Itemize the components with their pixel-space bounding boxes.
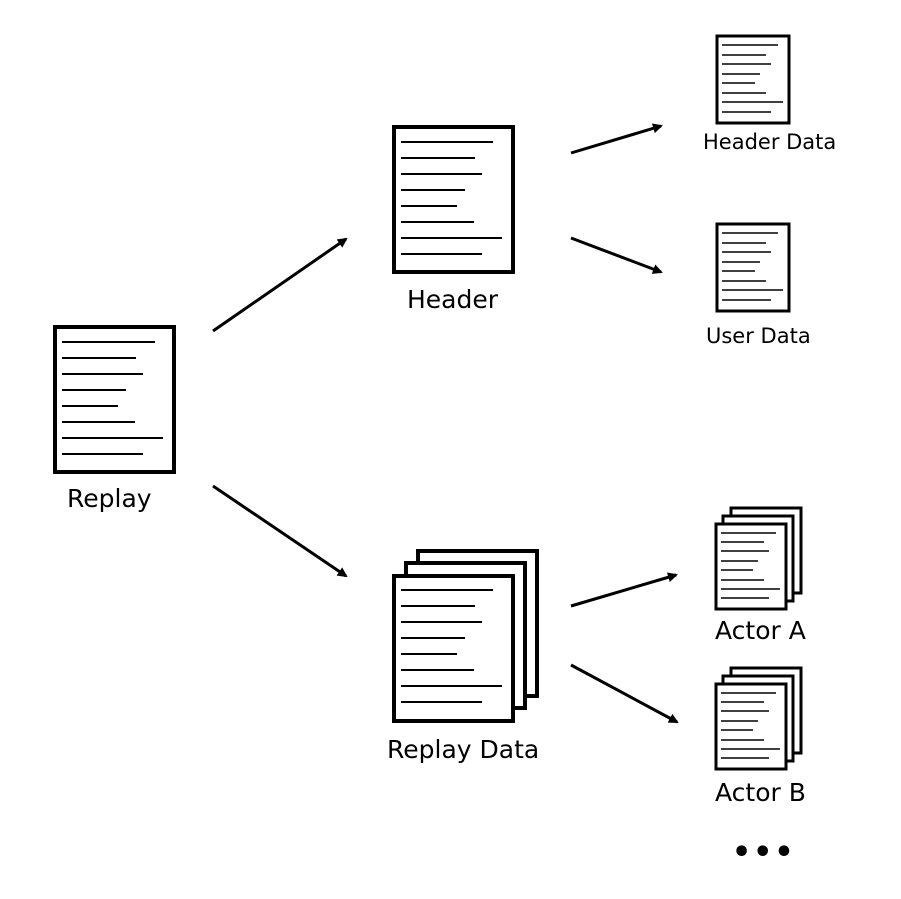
- more-items-ellipsis: •••: [732, 835, 796, 870]
- arrow-replay-data-to-actor-b: [570, 663, 679, 724]
- actor-b-documents-icon: [714, 666, 803, 771]
- arrow-replay-data-to-actor-a: [570, 572, 678, 608]
- header-data-label: Header Data: [703, 130, 837, 154]
- header-label: Header: [407, 285, 499, 314]
- arrow-header-to-user-data: [570, 236, 663, 274]
- user-data-label: User Data: [706, 324, 811, 348]
- replay-document-icon: [53, 325, 176, 474]
- arrow-header-to-header-data: [570, 123, 663, 155]
- replay-data-label: Replay Data: [387, 735, 540, 764]
- replay-data-documents-icon: [392, 549, 539, 723]
- arrow-replay-to-replay-data: [212, 484, 348, 578]
- replay-label: Replay: [67, 484, 152, 513]
- actor-b-label: Actor B: [715, 778, 806, 807]
- actor-a-label: Actor A: [715, 616, 806, 645]
- actor-a-documents-icon: [714, 506, 803, 611]
- header-data-document-icon: [715, 34, 791, 125]
- user-data-document-icon: [715, 222, 791, 313]
- header-document-icon: [392, 125, 515, 274]
- arrow-replay-to-header: [212, 237, 348, 333]
